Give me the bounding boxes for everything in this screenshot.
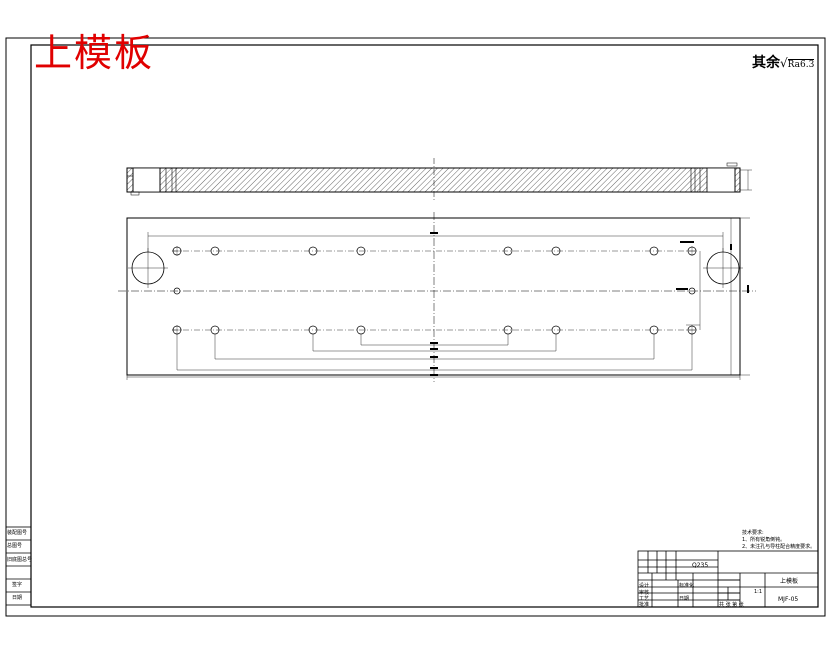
tb-project: Q235 — [692, 562, 709, 569]
side-block — [5, 526, 32, 606]
tb-scale: 1:1 — [754, 589, 763, 595]
tb-label-approve: 批准 — [639, 602, 650, 608]
inner-border — [30, 44, 819, 608]
roughness-note: 其余√Ra6.3 — [752, 52, 815, 72]
outer-border — [5, 37, 826, 617]
roughness-value: Ra6.3 — [787, 59, 815, 70]
section-view — [126, 158, 752, 200]
title-block — [637, 550, 819, 608]
tb-label-check: 审核 — [639, 590, 650, 596]
notes-heading: 技术要求: — [742, 530, 764, 536]
tb-label-design: 设计 — [639, 583, 650, 589]
tb-drawing-no: MJF-05 — [778, 596, 799, 603]
side-row-sign: 签字 — [12, 582, 23, 588]
notes-item-2: 2、未注孔与导柱配合精度要求。 — [742, 544, 816, 550]
plan-view — [118, 212, 756, 382]
tb-label-sheet: 共 张 第 张 — [719, 602, 744, 608]
side-row-old: 旧底图总号 — [7, 557, 33, 563]
side-row-date: 日期 — [12, 595, 23, 601]
tb-label-std: 标准化 — [679, 583, 695, 589]
side-row-general: 总图号 — [7, 543, 23, 549]
roughness-prefix: 其余 — [752, 55, 780, 71]
tb-part-name: 上模板 — [780, 578, 799, 585]
notes-item-1: 1、所有锐角倒钝。 — [742, 537, 786, 543]
roughness-symbol: √ — [780, 56, 788, 70]
drawing-title: 上模板 — [34, 31, 155, 75]
tb-label-date: 日期 — [679, 596, 690, 602]
tb-label-process: 工艺 — [639, 596, 650, 602]
side-row-assembly: 装配图号 — [7, 530, 28, 536]
